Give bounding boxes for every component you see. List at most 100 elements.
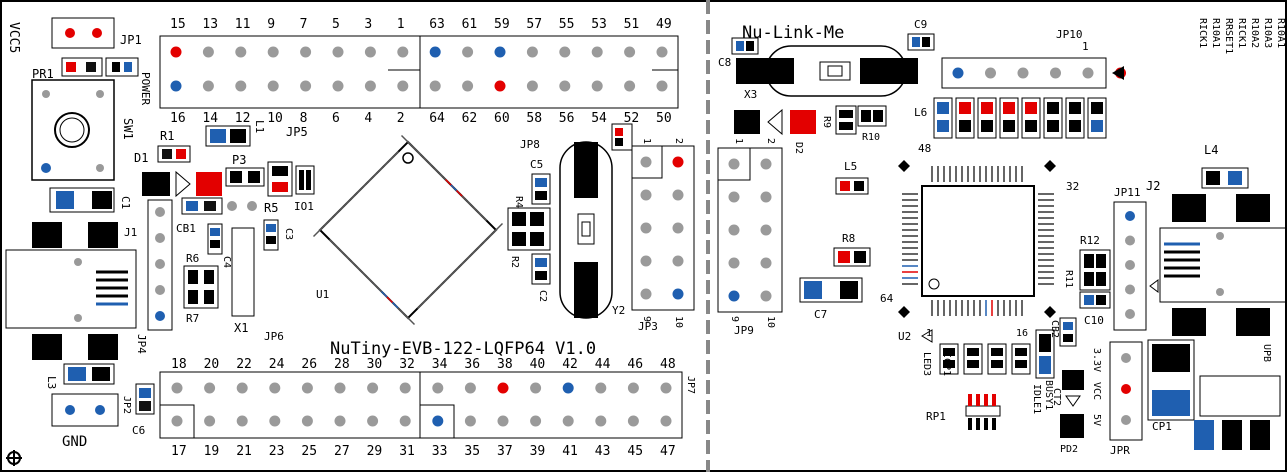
j2-pad (1172, 194, 1206, 222)
j2-pad (1236, 194, 1270, 222)
u1-lead (328, 238, 339, 249)
bottom-pin-number: 35 (464, 444, 480, 459)
jp3-jumper-pad (615, 128, 623, 136)
jp9-pins (728, 158, 772, 302)
l6-pad (937, 102, 949, 114)
j1-pad (88, 334, 118, 360)
bottom-pin-number: 6 (332, 111, 340, 126)
jp2-part (135, 383, 155, 415)
c6-label: C6 (132, 424, 145, 437)
x3-crystal (736, 45, 918, 97)
header-pin (530, 382, 542, 394)
gnd-pin (95, 405, 105, 415)
jp9-pin1-marker (717, 147, 751, 181)
header-pin (332, 46, 344, 58)
jp10-arrow (1112, 66, 1124, 80)
l6-pad (1003, 102, 1015, 114)
net-label: R10A1 (1275, 18, 1286, 48)
header-pin (334, 382, 346, 394)
top-pin-number: 63 (429, 17, 445, 32)
regulator-part (1199, 375, 1281, 417)
j2-usb-connector (1159, 227, 1287, 303)
l3-pad (92, 367, 110, 381)
power-led (105, 57, 139, 77)
bottom-pin-number: 45 (627, 444, 643, 459)
c4-pad (210, 228, 220, 236)
c2-part (531, 253, 551, 285)
j1-usb-lines (96, 270, 128, 306)
header-pin (624, 80, 636, 92)
header-pin (301, 415, 313, 427)
l6-pad (959, 120, 971, 132)
jp1-header (51, 17, 115, 49)
sw1-button (54, 112, 90, 148)
net-label: R10A1 (1210, 18, 1221, 48)
header-pin (1125, 211, 1135, 221)
jp3-header (631, 145, 695, 311)
bottom-pin-number: 47 (660, 444, 676, 459)
top-header-pins (170, 46, 668, 92)
top-pin-number: 55 (559, 17, 575, 32)
jpr-header (1109, 341, 1143, 441)
top-pin-number: 34 (432, 357, 448, 372)
header-pin (236, 415, 248, 427)
header-pin (760, 158, 772, 170)
top-pin-number: 20 (204, 357, 220, 372)
j2-usb-lines (1164, 242, 1200, 278)
jp1-pin1 (65, 28, 75, 38)
header-pin (432, 382, 444, 394)
io1-pad (299, 170, 304, 190)
header-pin (728, 257, 740, 269)
top-pin-number: 57 (526, 17, 542, 32)
l6-element (955, 97, 975, 139)
c7-label: C7 (814, 308, 827, 321)
status-led-pad (991, 348, 1003, 356)
io1-part (267, 161, 293, 197)
header-pin (494, 46, 506, 58)
c8-pad (746, 41, 754, 51)
busy1-label: BUSY1 (1043, 380, 1054, 410)
r1-pad (176, 149, 186, 159)
header-pin (672, 156, 684, 168)
header-pin (464, 382, 476, 394)
r4-pad (512, 212, 526, 226)
bottom-pin-number: 10 (267, 111, 283, 126)
header-pin (728, 158, 740, 170)
top-pin-number: 15 (170, 17, 186, 32)
jp4-label: JP4 (135, 334, 148, 354)
header-pin (530, 415, 542, 427)
x1-label: X1 (234, 321, 248, 335)
cb2-pad (1063, 322, 1073, 330)
jp11-pins (1125, 211, 1135, 319)
l6-element (1021, 97, 1041, 139)
c4-part (207, 223, 223, 255)
status-led-pad (991, 360, 1003, 368)
header-pin (334, 415, 346, 427)
header-pin (1125, 284, 1135, 295)
jp9-pin9-label: 9 (729, 316, 740, 322)
top-pin-number: 5 (332, 17, 340, 32)
c4-pad (210, 240, 220, 248)
jp3-pin1-marker (631, 145, 663, 179)
header-pin (1017, 67, 1029, 79)
ct2-label: CT2 (1051, 388, 1062, 406)
c2-pad (535, 271, 547, 280)
top-pin-number: 46 (627, 357, 643, 372)
top-pin-number: 38 (497, 357, 513, 372)
bottom-pin-number: 52 (624, 111, 640, 126)
header-pin (204, 415, 216, 427)
bottom-pin-number: 4 (364, 111, 372, 126)
status-led-pad (967, 348, 979, 356)
u2-leads (902, 166, 1054, 316)
l6-label: L6 (914, 106, 927, 119)
d1-symbol (175, 170, 191, 198)
u2-corner-dots (898, 160, 1056, 318)
header-pin (952, 67, 964, 79)
j2-label: J2 (1146, 179, 1160, 193)
jp3-pin1-label: 1 (641, 138, 652, 144)
jpr-pins (1121, 353, 1131, 425)
r11-label: R11 (1063, 270, 1074, 288)
top-pin-number: 24 (269, 357, 285, 372)
idle1-label: IDLE1 (1031, 384, 1042, 414)
r10-label: R10 (862, 132, 880, 143)
